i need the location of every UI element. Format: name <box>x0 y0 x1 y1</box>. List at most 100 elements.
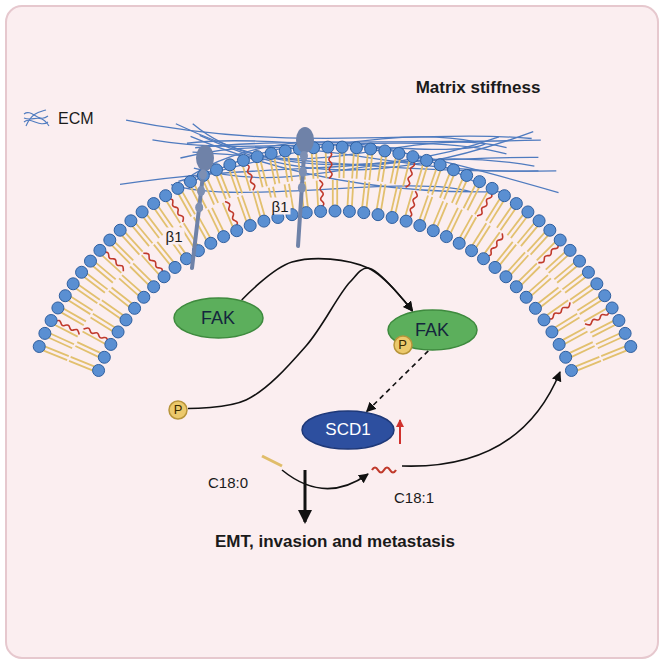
enzyme-ellipse: SCD1 <box>301 410 395 450</box>
lipid-tail <box>216 175 226 199</box>
lipid-tail <box>444 175 454 199</box>
legend-label: ECM <box>58 110 94 128</box>
integrin-label: β1 <box>164 228 185 245</box>
lipid-tail <box>577 361 601 371</box>
lipid-head <box>184 176 196 188</box>
lipid-head <box>421 154 433 166</box>
lipid-head <box>565 364 577 376</box>
lipid-tail <box>284 156 288 182</box>
lipid-tail <box>571 346 595 357</box>
lipid-tail <box>182 192 195 215</box>
lipid-tail <box>203 181 214 205</box>
lipid-tail <box>467 187 479 210</box>
unsaturated-tail <box>488 233 502 255</box>
lipid-tail <box>476 226 490 248</box>
lipid-tail <box>234 169 243 194</box>
lipid-head <box>84 255 96 267</box>
outcome-arrow <box>304 470 307 522</box>
lipid-head <box>407 151 419 163</box>
stimulus-label: Matrix stiffness <box>414 78 543 98</box>
fatty-acid-label: C18:1 <box>392 489 436 506</box>
lipid-tail <box>49 337 73 348</box>
lipid-tail <box>601 346 625 356</box>
lipid-tail <box>317 181 318 207</box>
lipid-tail <box>557 318 579 332</box>
lipid-tail <box>603 350 627 360</box>
lipid-head <box>322 141 334 153</box>
lipid-tail <box>369 154 372 180</box>
lipid-tail <box>55 325 78 337</box>
lipid-head <box>218 231 230 243</box>
lipid-head <box>560 351 572 363</box>
lipid-head <box>453 237 465 249</box>
lipid-tail <box>575 357 599 367</box>
lipid-tail <box>500 245 516 265</box>
lipid-head <box>522 206 534 218</box>
outcome-label: EMT, invasion and metastasis <box>213 532 457 552</box>
lipid-head <box>279 145 291 157</box>
lipid-head <box>224 159 236 171</box>
lipid-head <box>599 290 611 302</box>
lipid-head <box>520 291 532 303</box>
lipid-tail <box>325 152 327 178</box>
lipid-head <box>619 327 631 339</box>
lipid-head <box>379 145 391 157</box>
unsaturated-tail <box>170 199 183 222</box>
lipid-tail <box>102 300 123 315</box>
unsaturated-tail <box>83 328 107 340</box>
lipid-tail <box>274 158 279 183</box>
lipid-head <box>606 302 618 314</box>
saturated-fatty-acid <box>262 456 282 466</box>
lipid-tail <box>521 267 539 285</box>
lipid-head <box>591 278 603 290</box>
lipid-head <box>400 215 412 227</box>
lipid-head <box>613 315 625 327</box>
lipid-head <box>125 215 137 227</box>
lipid-tail <box>63 309 86 322</box>
lipid-tail <box>592 325 615 337</box>
lipid-head <box>129 302 141 314</box>
lipid-tail <box>403 161 409 186</box>
lipid-tail <box>45 346 69 356</box>
lipid-head <box>554 234 566 246</box>
integrin <box>192 145 214 268</box>
ecm-icon <box>22 108 52 130</box>
lipid-head <box>105 338 117 350</box>
unsaturated-tail <box>225 202 237 226</box>
fatty-acid-label: C18:0 <box>206 474 250 491</box>
lipid-tail <box>433 201 443 225</box>
lipid-tail <box>511 255 528 274</box>
lipid-head <box>76 266 88 278</box>
lipid-head <box>510 281 522 293</box>
lipid-head <box>546 326 558 338</box>
lipid-head <box>474 176 486 188</box>
lipid-tail <box>395 159 400 184</box>
lipid-tail <box>338 152 340 178</box>
lipid-tail <box>357 153 359 179</box>
lipid-head <box>251 151 263 163</box>
lipid-head <box>93 364 105 376</box>
lipid-head <box>231 225 243 237</box>
lipid-head <box>386 211 398 223</box>
lipid-tail <box>220 174 230 198</box>
lipid-head <box>160 190 172 202</box>
ecm-fiber <box>193 152 557 171</box>
lipid-tail <box>420 166 427 191</box>
lipid-head <box>33 341 45 353</box>
lipid-head <box>315 205 327 217</box>
node-label: SCD1 <box>301 410 395 450</box>
lipid-tail <box>77 342 101 353</box>
lipid-head <box>148 281 160 293</box>
lipid-head <box>158 271 170 283</box>
desaturation-arrow <box>282 470 368 489</box>
lipid-tail <box>452 179 463 203</box>
lipid-tail <box>596 333 620 344</box>
lipid-tail <box>332 180 334 206</box>
lipid-tail <box>69 361 93 371</box>
lipid-head <box>478 253 490 265</box>
lipid-head <box>336 141 348 153</box>
lipid-head <box>120 314 132 326</box>
lipid-head <box>205 237 217 249</box>
signal-arrow <box>242 259 413 311</box>
lipid-tail <box>537 242 555 260</box>
